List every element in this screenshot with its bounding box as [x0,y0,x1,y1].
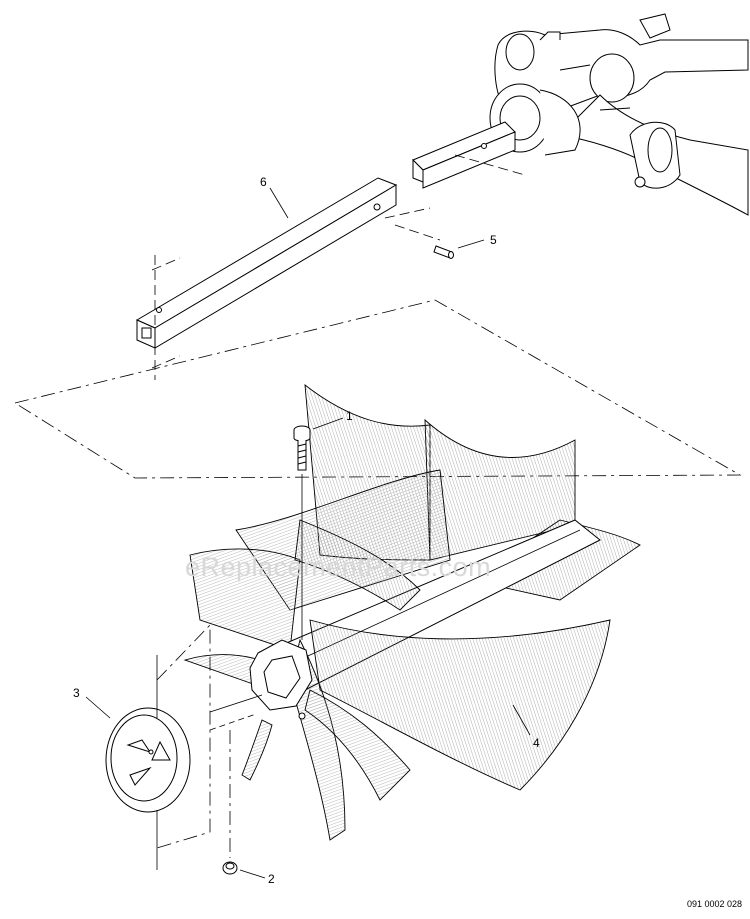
centerline [209,713,257,731]
centerline [156,624,211,849]
gearbox-assembly [489,13,749,216]
centerline [151,257,181,271]
end-cap [105,707,191,813]
callout-3: 3 [73,686,80,700]
callout-6: 6 [260,175,267,189]
centerline [394,224,441,241]
callout-1: 1 [346,409,353,423]
centerline [209,694,263,713]
centerline [151,355,181,369]
centerline [454,154,526,176]
brush-rotor [183,384,641,841]
leader-lines [85,187,531,879]
reference-plane [13,299,742,479]
watermark: eReplacementParts.com [185,552,491,582]
callout-5: 5 [490,233,497,247]
roll-pin [433,245,454,259]
nut [222,861,238,875]
callout-4: 4 [533,736,540,750]
drawing-code: 091 0002 028 [687,899,742,909]
square-shaft [135,177,398,349]
bolt [293,425,311,471]
gearbox-output-shaft [412,121,516,189]
centerline [384,207,431,219]
callout-2: 2 [268,872,275,886]
